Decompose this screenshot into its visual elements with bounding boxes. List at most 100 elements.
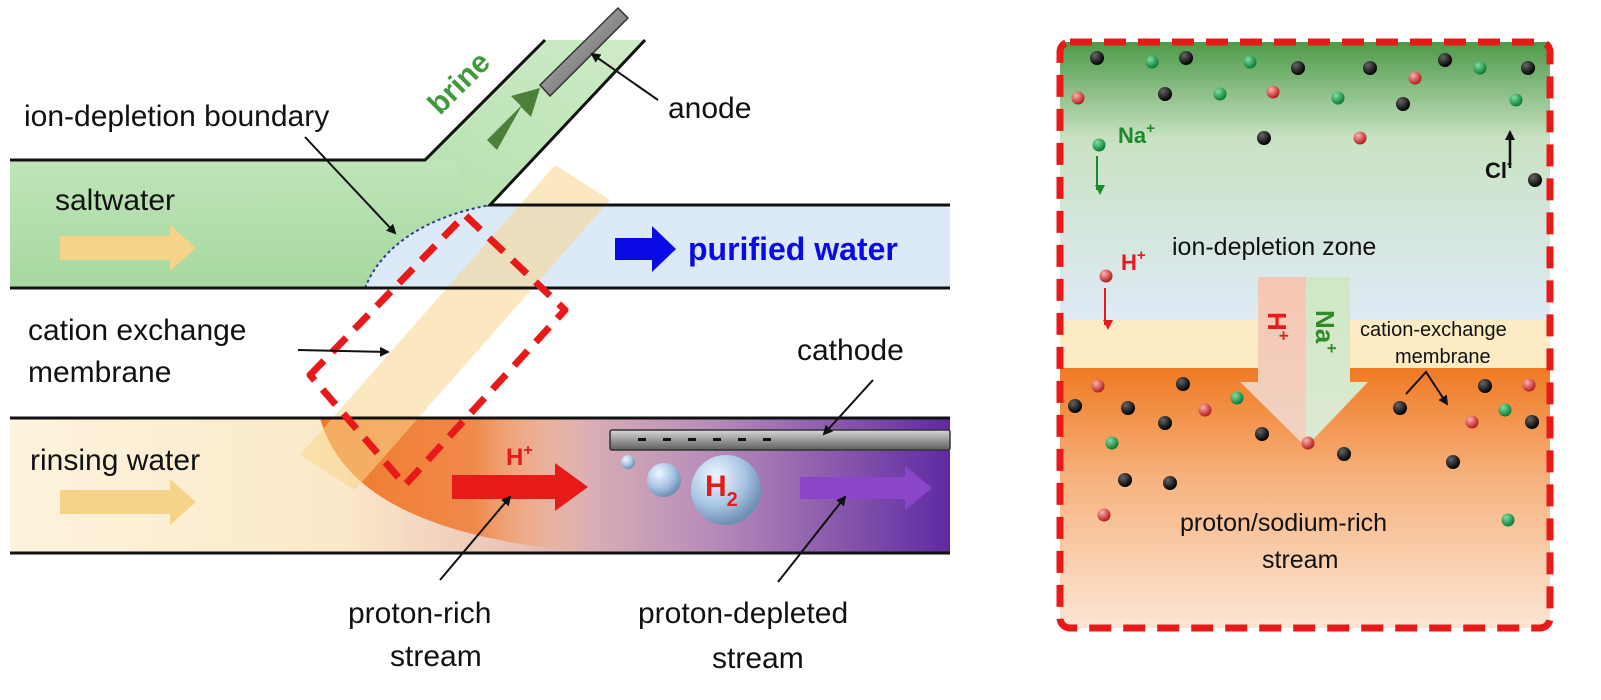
h-plus-arrow <box>452 463 588 511</box>
sodium-ion <box>1092 138 1106 152</box>
chloride-ion <box>1396 97 1410 111</box>
channel-walls <box>10 38 950 555</box>
anode-label: anode <box>668 92 751 125</box>
chloride-ion <box>1393 401 1407 415</box>
saltwater-arrow <box>60 225 196 271</box>
left-panel: ion-depletion boundary saltwater brine a… <box>10 6 951 675</box>
chloride-ion <box>1257 131 1271 145</box>
ion-depletion-zone-label: ion-depletion zone <box>1172 233 1376 261</box>
right-panel: Na+ Cl- H+ ion-depletion zone H+ Na+ cat… <box>1056 38 1554 632</box>
chloride-ion <box>1118 473 1132 487</box>
chloride-ion <box>1163 476 1177 490</box>
stream-label-line2: stream <box>1262 546 1338 574</box>
proton-rich-label-line2: stream <box>390 640 482 673</box>
proton-ion <box>1301 436 1315 450</box>
brine-arrow <box>487 88 540 150</box>
arrow-na-label: Na+ <box>1310 310 1341 353</box>
chloride-ion <box>1291 61 1305 75</box>
membrane-pointer <box>297 346 390 357</box>
cathode-charges <box>638 438 771 441</box>
chloride-ion <box>1179 51 1193 65</box>
sodium-ion <box>1145 55 1159 69</box>
rinsing-water-label: rinsing water <box>30 444 200 477</box>
h2-label: H2 <box>705 470 738 511</box>
h-plus-label: H+ <box>506 442 533 471</box>
membrane-right-line1: cation-exchange <box>1360 319 1507 341</box>
sodium-ion <box>1331 91 1345 105</box>
proton-depleted-arrow <box>800 466 932 510</box>
proton-ion <box>1465 415 1479 429</box>
cl-minus-label: Cl- <box>1485 155 1512 183</box>
zoom-region-box <box>306 211 569 489</box>
sodium-ions <box>1092 55 1523 527</box>
sodium-ion <box>1105 436 1119 450</box>
sodium-ion <box>1230 391 1244 405</box>
chloride-ion <box>1337 447 1351 461</box>
proton-ion <box>1071 91 1085 105</box>
chloride-ion <box>1158 416 1172 430</box>
proton-rich-pointer <box>439 495 512 581</box>
depletion-zone-bg <box>1060 42 1550 320</box>
chloride-ion <box>1478 379 1492 393</box>
proton-ion <box>1408 71 1422 85</box>
chloride-ion <box>1090 51 1104 65</box>
chloride-ions <box>1068 51 1542 490</box>
boundary-pointer <box>304 136 397 235</box>
chloride-ion <box>1068 399 1082 413</box>
stream-label-line1: proton/sodium-rich <box>1180 509 1387 537</box>
saltwater-label: saltwater <box>55 184 175 217</box>
chloride-ion <box>1438 53 1452 67</box>
chloride-ion <box>1521 61 1535 75</box>
sodium-ion <box>1501 513 1515 527</box>
proton-depleted-label-line2: stream <box>712 642 804 675</box>
proton-ion <box>1091 379 1105 393</box>
anode <box>538 6 630 98</box>
chloride-ion <box>1158 87 1172 101</box>
ion-depletion-boundary-label: ion-depletion boundary <box>24 100 329 133</box>
proton-ion <box>1353 131 1367 145</box>
proton-ion <box>1198 403 1212 417</box>
membrane-label-line2: membrane <box>28 356 171 389</box>
membrane-band <box>300 165 610 490</box>
proton-ion <box>1099 269 1113 283</box>
proton-ion <box>1266 85 1280 99</box>
chloride-ion <box>1121 401 1135 415</box>
chloride-ion <box>1525 415 1539 429</box>
proton-depleted-pointer <box>777 495 847 583</box>
sodium-ion <box>1473 61 1487 75</box>
arrow-h-label: H+ <box>1262 312 1293 341</box>
sodium-ion <box>1243 55 1257 69</box>
membrane-label-line1: cation exchange <box>28 314 247 347</box>
h2-bubble-large <box>691 455 761 525</box>
sodium-ion <box>1509 93 1523 107</box>
cathode <box>609 429 951 451</box>
proton-rich-label-line1: proton-rich <box>348 597 491 630</box>
h2-bubble-medium <box>647 463 681 497</box>
membrane-pointer-right <box>1405 370 1449 406</box>
proton-depleted-label-line1: proton-depleted <box>638 597 848 630</box>
proton-ion <box>1097 508 1111 522</box>
purified-water-label: purified water <box>688 231 898 267</box>
chloride-ion <box>1176 377 1190 391</box>
zoom-frame <box>1056 38 1554 632</box>
cathode-pointer <box>822 379 874 436</box>
sodium-ion <box>1498 403 1512 417</box>
h2-bubble-small <box>621 455 635 469</box>
proton-ions <box>1071 71 1536 522</box>
chloride-ion <box>1255 427 1269 441</box>
chloride-ion <box>1528 173 1542 187</box>
ion-depletion-boundary-curve <box>364 204 491 289</box>
rinse-arrow <box>60 479 196 525</box>
membrane-right-line2: membrane <box>1395 346 1491 368</box>
purified-arrow <box>615 226 676 272</box>
transfer-arrow <box>1240 277 1368 447</box>
brine-outlet <box>425 40 645 205</box>
chloride-ion <box>1446 455 1460 469</box>
chloride-ion <box>1363 61 1377 75</box>
sodium-ion <box>1213 87 1227 101</box>
h-plus-right-label: H+ <box>1121 247 1146 275</box>
proton-ion <box>1522 378 1536 392</box>
cathode-label: cathode <box>797 334 904 367</box>
